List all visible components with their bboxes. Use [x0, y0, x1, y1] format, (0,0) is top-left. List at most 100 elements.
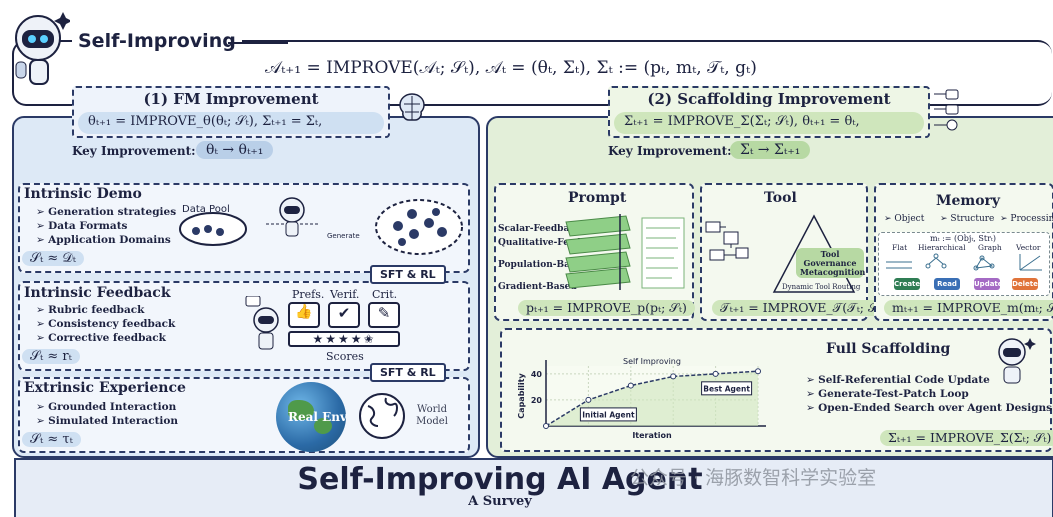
extrinsic-bullet: Simulated Interaction — [36, 414, 178, 428]
header-title: Self-Improving — [72, 30, 242, 52]
prompt-formula: pₜ₊₁ = IMPROVE_p(pₜ; 𝒮ₜ) — [518, 300, 695, 316]
thumbs-icon: 👍 — [288, 302, 320, 328]
feedback-bullet: Consistency feedback — [36, 317, 175, 331]
initial-agent-label: Initial Agent — [582, 410, 635, 419]
memory-bullet: Object — [884, 212, 924, 226]
full-scaffolding-title: Full Scaffolding — [826, 341, 951, 357]
header-divider — [228, 42, 288, 44]
demo-bullet: Generation strategies — [36, 205, 176, 219]
footer-banner — [14, 458, 1053, 517]
real-env-label: Real Env — [288, 410, 347, 424]
full-bullet: Open-Ended Search over Agent Designs — [806, 401, 1052, 415]
prompt-title: Prompt — [568, 190, 627, 206]
capability-line — [545, 370, 759, 427]
criteria-prefs: Prefs. — [292, 288, 325, 301]
sc-title: (2) Scaffolding Improvement — [647, 90, 891, 108]
memory-bullet: Structure — [940, 212, 994, 226]
memory-type-hierarchical: Hierarchical — [918, 243, 966, 252]
sc-key-value: Σₜ → Σₜ₊₁ — [730, 141, 811, 159]
full-bullet: Self-Referential Code Update — [806, 373, 990, 387]
tool-formula: 𝒯ₜ₊₁ = IMPROVE_𝒯(𝒯ₜ; 𝒮ₜ) — [712, 300, 894, 316]
survey-title: Self-Improving AI Agent — [297, 462, 703, 497]
capability-point — [712, 370, 719, 377]
pencil-icon: ✎ — [368, 302, 400, 328]
chart-title: Self Improving — [623, 357, 681, 366]
tool-governance-badge — [796, 248, 864, 278]
intrinsic-feedback-title: Intrinsic Feedback — [24, 285, 171, 301]
full-bullet: Generate-Test-Patch Loop — [806, 387, 969, 401]
generator-robot-icon — [266, 192, 318, 244]
critic-robot-icon — [244, 295, 284, 356]
memory-type-vector: Vector — [1016, 243, 1041, 252]
brain-icon — [392, 88, 432, 132]
earth-icon — [276, 382, 346, 452]
memory-bullet: Processing — [1000, 212, 1053, 226]
initial-agent-box — [579, 407, 637, 422]
fm-key-value: θₜ → θₜ₊₁ — [196, 141, 274, 159]
feedback-bullet: Rubric feedback — [36, 303, 144, 317]
survey-subtitle: A Survey — [468, 494, 532, 509]
scaffold-network-icon — [932, 88, 966, 136]
fm-formula: θₜ₊₁ = IMPROVE_θ(θₜ; 𝒮ₜ), Σₜ₊₁ = Σₜ, — [78, 112, 384, 134]
intrinsic-demo-title: Intrinsic Demo — [24, 186, 142, 202]
memory-create-button: Create — [894, 278, 921, 290]
best-agent-label: Best Agent — [703, 384, 750, 393]
prompt-item: Scalar-Feedback — [498, 224, 582, 234]
prompt-item: Gradient-Based — [498, 282, 577, 292]
sft-rl-tag: SFT & RL — [370, 363, 446, 382]
capability-point — [543, 423, 549, 429]
world-model-label: World Model — [416, 404, 448, 427]
verify-shield-icon: ✔ — [328, 302, 360, 328]
world-model-globe-icon — [356, 390, 408, 446]
memory-title: Memory — [936, 193, 1001, 209]
memory-inner-formula: mₜ := (Objₜ, Strₜ) — [930, 234, 996, 243]
sc-formula: Σₜ₊₁ = IMPROVE_Σ(Σₜ; 𝒮ₜ), θₜ₊₁ = θₜ, — [614, 112, 924, 134]
sft-rl-tag: SFT & RL — [370, 265, 446, 284]
watermark-text: 公众号 · 海豚数智科学实验室 — [630, 467, 877, 489]
memory-update-button: Update — [974, 278, 1003, 290]
prompt-item: Qualitative-Feedback — [498, 238, 605, 248]
tool-routing-label: Dynamic Tool Routing — [782, 283, 861, 291]
fm-key-label: Key Improvement: — [72, 144, 196, 158]
capability-point — [755, 368, 761, 375]
scaffolding-improvement-header: (2) Scaffolding Improvement Σₜ₊₁ = IMPRO… — [608, 86, 930, 138]
memory-type-flat: Flat — [892, 243, 908, 252]
best-agent-box — [701, 381, 753, 396]
data-pool-icon — [178, 205, 248, 251]
demo-state: 𝒮ₜ ≈ 𝒟ₜ — [22, 251, 85, 266]
y-tick-label: 40 — [531, 370, 543, 379]
feedback-state: 𝒮ₜ ≈ rₜ — [22, 349, 80, 364]
demo-bullet: Data Formats — [36, 219, 127, 233]
tool-title: Tool — [764, 190, 797, 206]
capability-point — [585, 396, 592, 403]
extrinsic-title: Extrinsic Experience — [24, 380, 186, 396]
extrinsic-bullet: Grounded Interaction — [36, 400, 176, 414]
demo-bullet: Application Domains — [36, 233, 171, 247]
y-axis-label: Capability — [517, 373, 526, 419]
feedback-bullet: Corrective feedback — [36, 331, 166, 345]
score-stars-icon: ★★★★✬ — [288, 331, 400, 347]
full-formula: Σₜ₊₁ = IMPROVE_Σ(Σₜ; 𝒮ₜ) — [880, 430, 1053, 446]
y-tick-label: 20 — [531, 396, 543, 405]
fm-title: (1) FM Improvement — [143, 90, 319, 108]
memory-formula: mₜ₊₁ = IMPROVE_m(mₜ; 𝒮ₜ) — [884, 300, 1053, 316]
data-pool-label: Data Pool — [182, 204, 230, 215]
criteria-crit: Crit. — [372, 288, 398, 301]
memory-delete-button: Delete — [1012, 278, 1038, 290]
scores-label: Scores — [326, 350, 364, 363]
robot-mascot-icon — [8, 6, 72, 102]
prompt-item: Population-Based — [498, 260, 587, 270]
x-axis-label: Iteration — [632, 431, 672, 440]
fm-improvement-header: (1) FM Improvement θₜ₊₁ = IMPROVE_θ(θₜ; … — [72, 86, 390, 138]
generate-label: Generate — [327, 232, 360, 240]
criteria-verif: Verif. — [330, 288, 360, 301]
memory-structures-icon — [884, 252, 1048, 278]
memory-read-button: Read — [934, 278, 960, 290]
main-formula: 𝒜ₜ₊₁ = IMPROVE(𝒜ₜ; 𝒮ₜ), 𝒜ₜ = (θₜ, Σₜ), Σ… — [265, 58, 757, 78]
prompt-layers-icon — [556, 212, 688, 296]
capability-point — [670, 373, 677, 380]
generated-data-icon — [374, 196, 464, 262]
scaffold-robot-icon — [990, 334, 1040, 390]
